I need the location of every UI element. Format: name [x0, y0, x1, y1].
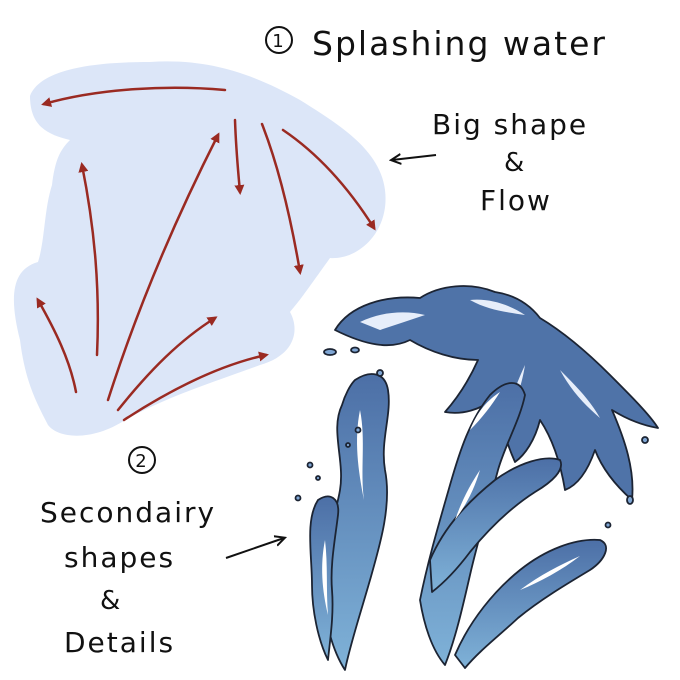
splash-main-stalk — [320, 373, 390, 671]
step1-title-text: Splashing water — [312, 24, 607, 63]
flow-arrow-right-down — [281, 128, 376, 231]
big-shape-line3: Flow — [480, 184, 552, 217]
foam-streaks — [322, 392, 580, 615]
flow-arrow-bottom-left — [36, 297, 78, 394]
flow-arrow-lower-right — [116, 316, 218, 412]
flow-arrows — [36, 86, 376, 422]
step1-title: 1 Splashing water — [265, 24, 607, 63]
pointer-arrow-icon — [392, 155, 437, 160]
splash-lower-right-spray — [454, 538, 607, 669]
splash-mid-right-spray — [429, 457, 562, 593]
water-splash-illustration — [294, 285, 659, 671]
big-shape-line2: & — [504, 148, 526, 178]
big-shape-note: Big shape & Flow — [392, 108, 588, 217]
secondary-line4: Details — [64, 626, 175, 659]
big-shape-line1: Big shape — [432, 108, 588, 141]
flow-arrow-down-mid — [260, 122, 304, 275]
circled-number-2-icon — [128, 446, 156, 474]
flow-arrow-center-up — [106, 132, 220, 402]
step1-number: 1 — [272, 31, 285, 52]
secondary-line3: & — [100, 586, 122, 616]
water-droplets — [294, 346, 649, 529]
secondary-line2: shapes — [64, 541, 175, 574]
big-shape-silhouette — [13, 61, 386, 436]
flow-arrow-left-up — [78, 162, 100, 357]
circled-number-1-icon — [265, 26, 293, 54]
flow-arrow-top-left — [41, 86, 227, 107]
step2-number: 2 — [135, 451, 148, 472]
step2-note: 2 Secondairy shapes & Details — [40, 446, 284, 659]
flow-arrow-down-short — [233, 118, 245, 195]
secondary-line1: Secondairy — [40, 496, 216, 529]
flow-arrow-bottom-right — [122, 351, 269, 422]
pointer-arrow-icon — [225, 538, 284, 559]
